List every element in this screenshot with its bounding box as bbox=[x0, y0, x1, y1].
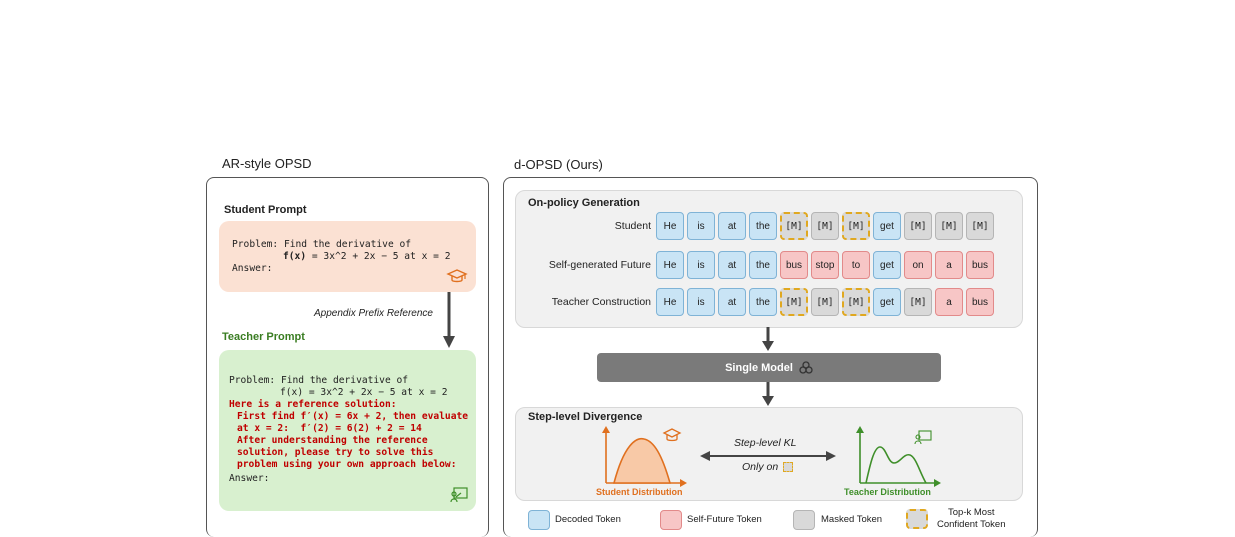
student-code-line-3: Answer: bbox=[232, 263, 273, 274]
token-topk: [M] bbox=[842, 212, 870, 240]
token-masked: [M] bbox=[966, 212, 994, 240]
generation-title: On-policy Generation bbox=[528, 197, 640, 209]
token-decoded: He bbox=[656, 251, 684, 279]
token-masked: [M] bbox=[811, 288, 839, 316]
student-code-line-2: f(x) = 3x^2 + 2x − 5 at x = 2 bbox=[283, 251, 451, 262]
teacher-red-line-2: First find f′(x) = 6x + 2, then evaluate bbox=[237, 411, 469, 422]
teacher-red-line-1: Here is a reference solution: bbox=[229, 399, 397, 410]
student-code-line-1: Problem: Find the derivative of bbox=[232, 239, 412, 250]
student-distribution-label: Student Distribution bbox=[596, 487, 683, 497]
token-masked: [M] bbox=[811, 212, 839, 240]
teacher-prompt-label: Teacher Prompt bbox=[222, 331, 305, 343]
token-decoded: is bbox=[687, 288, 715, 316]
token-decoded: is bbox=[687, 251, 715, 279]
token-decoded: He bbox=[656, 212, 684, 240]
legend-decoded-label: Decoded Token bbox=[555, 514, 621, 525]
token-decoded: get bbox=[873, 251, 901, 279]
student-prompt-box: Problem: Find the derivative of f(x) = 3… bbox=[219, 221, 476, 292]
topk-inline-swatch bbox=[783, 462, 794, 472]
token-decoded: at bbox=[718, 251, 746, 279]
legend-topk-swatch bbox=[906, 509, 928, 529]
legend-masked-label: Masked Token bbox=[821, 514, 883, 525]
token-masked: [M] bbox=[935, 212, 963, 240]
token-future: bus bbox=[966, 251, 994, 279]
legend-future-label: Self-Future Token bbox=[687, 514, 762, 525]
token-topk: [M] bbox=[842, 288, 870, 316]
legend-masked-swatch bbox=[793, 510, 815, 530]
d-opsd-panel bbox=[503, 177, 1038, 537]
token-decoded: the bbox=[749, 288, 777, 316]
legend-topk-label-2: Confident Token bbox=[937, 519, 1006, 530]
teacher-code-line-2: f(x) = 3x^2 + 2x − 5 at x = 2 bbox=[280, 387, 448, 398]
only-on-text: Only on bbox=[742, 461, 779, 473]
teacher-distribution-plot bbox=[856, 426, 941, 487]
token-topk: [M] bbox=[780, 288, 808, 316]
teacher-presenter-icon-small bbox=[914, 430, 932, 445]
only-on-label: Only on bbox=[742, 461, 794, 473]
token-decoded: get bbox=[873, 212, 901, 240]
token-future: stop bbox=[811, 251, 839, 279]
token-decoded: is bbox=[687, 212, 715, 240]
token-decoded: at bbox=[718, 212, 746, 240]
teacher-red-line-3: at x = 2: f′(2) = 6(2) + 2 = 14 bbox=[237, 423, 422, 434]
single-model-bar: Single Model bbox=[597, 353, 941, 382]
single-model-label: Single Model bbox=[725, 361, 793, 374]
token-masked: [M] bbox=[904, 212, 932, 240]
legend-future-swatch bbox=[660, 510, 682, 530]
model-cluster-icon bbox=[799, 361, 813, 374]
arrow-to-divergence bbox=[762, 382, 774, 406]
token-decoded: get bbox=[873, 288, 901, 316]
token-future: bus bbox=[780, 251, 808, 279]
appendix-prefix-label: Appendix Prefix Reference bbox=[314, 308, 433, 319]
student-prompt-label: Student Prompt bbox=[224, 204, 307, 216]
token-future: a bbox=[935, 251, 963, 279]
teacher-presenter-icon bbox=[450, 487, 468, 503]
ar-opsd-title: AR-style OPSD bbox=[222, 156, 312, 171]
ar-opsd-panel bbox=[206, 177, 489, 537]
row-label: Self-generated Future bbox=[548, 259, 651, 271]
arrow-to-model bbox=[762, 327, 774, 351]
kl-label: Step-level KL bbox=[734, 437, 797, 449]
teacher-answer-line: Answer: bbox=[229, 473, 270, 484]
token-decoded: at bbox=[718, 288, 746, 316]
teacher-distribution-label: Teacher Distribution bbox=[844, 487, 931, 497]
token-topk: [M] bbox=[780, 212, 808, 240]
teacher-red-line-6: problem using your own approach below: bbox=[237, 459, 457, 470]
divergence-title: Step-level Divergence bbox=[528, 411, 643, 423]
token-decoded: the bbox=[749, 251, 777, 279]
teacher-prompt-box: Problem: Find the derivative of f(x) = 3… bbox=[219, 350, 476, 511]
teacher-red-line-4: After understanding the reference bbox=[237, 435, 428, 446]
student-distribution-plot bbox=[602, 426, 687, 487]
token-future: bus bbox=[966, 288, 994, 316]
d-opsd-title: d-OPSD (Ours) bbox=[514, 157, 603, 172]
legend-decoded-swatch bbox=[528, 510, 550, 530]
kl-double-arrow bbox=[700, 451, 836, 461]
teacher-red-line-5: solution, please try to solve this bbox=[237, 447, 434, 458]
row-label: Teacher Construction bbox=[551, 296, 651, 308]
graduation-cap-icon bbox=[446, 269, 468, 283]
row-label: Student bbox=[614, 220, 651, 232]
student-cap-icon bbox=[662, 428, 682, 442]
token-future: to bbox=[842, 251, 870, 279]
token-future: a bbox=[935, 288, 963, 316]
token-future: on bbox=[904, 251, 932, 279]
token-decoded: the bbox=[749, 212, 777, 240]
token-masked: [M] bbox=[904, 288, 932, 316]
teacher-code-line-1: Problem: Find the derivative of bbox=[229, 375, 409, 386]
divergence-panel bbox=[515, 407, 1023, 501]
legend-topk-label-1: Top-k Most bbox=[948, 507, 995, 518]
down-arrow-icon bbox=[443, 292, 455, 348]
token-decoded: He bbox=[656, 288, 684, 316]
